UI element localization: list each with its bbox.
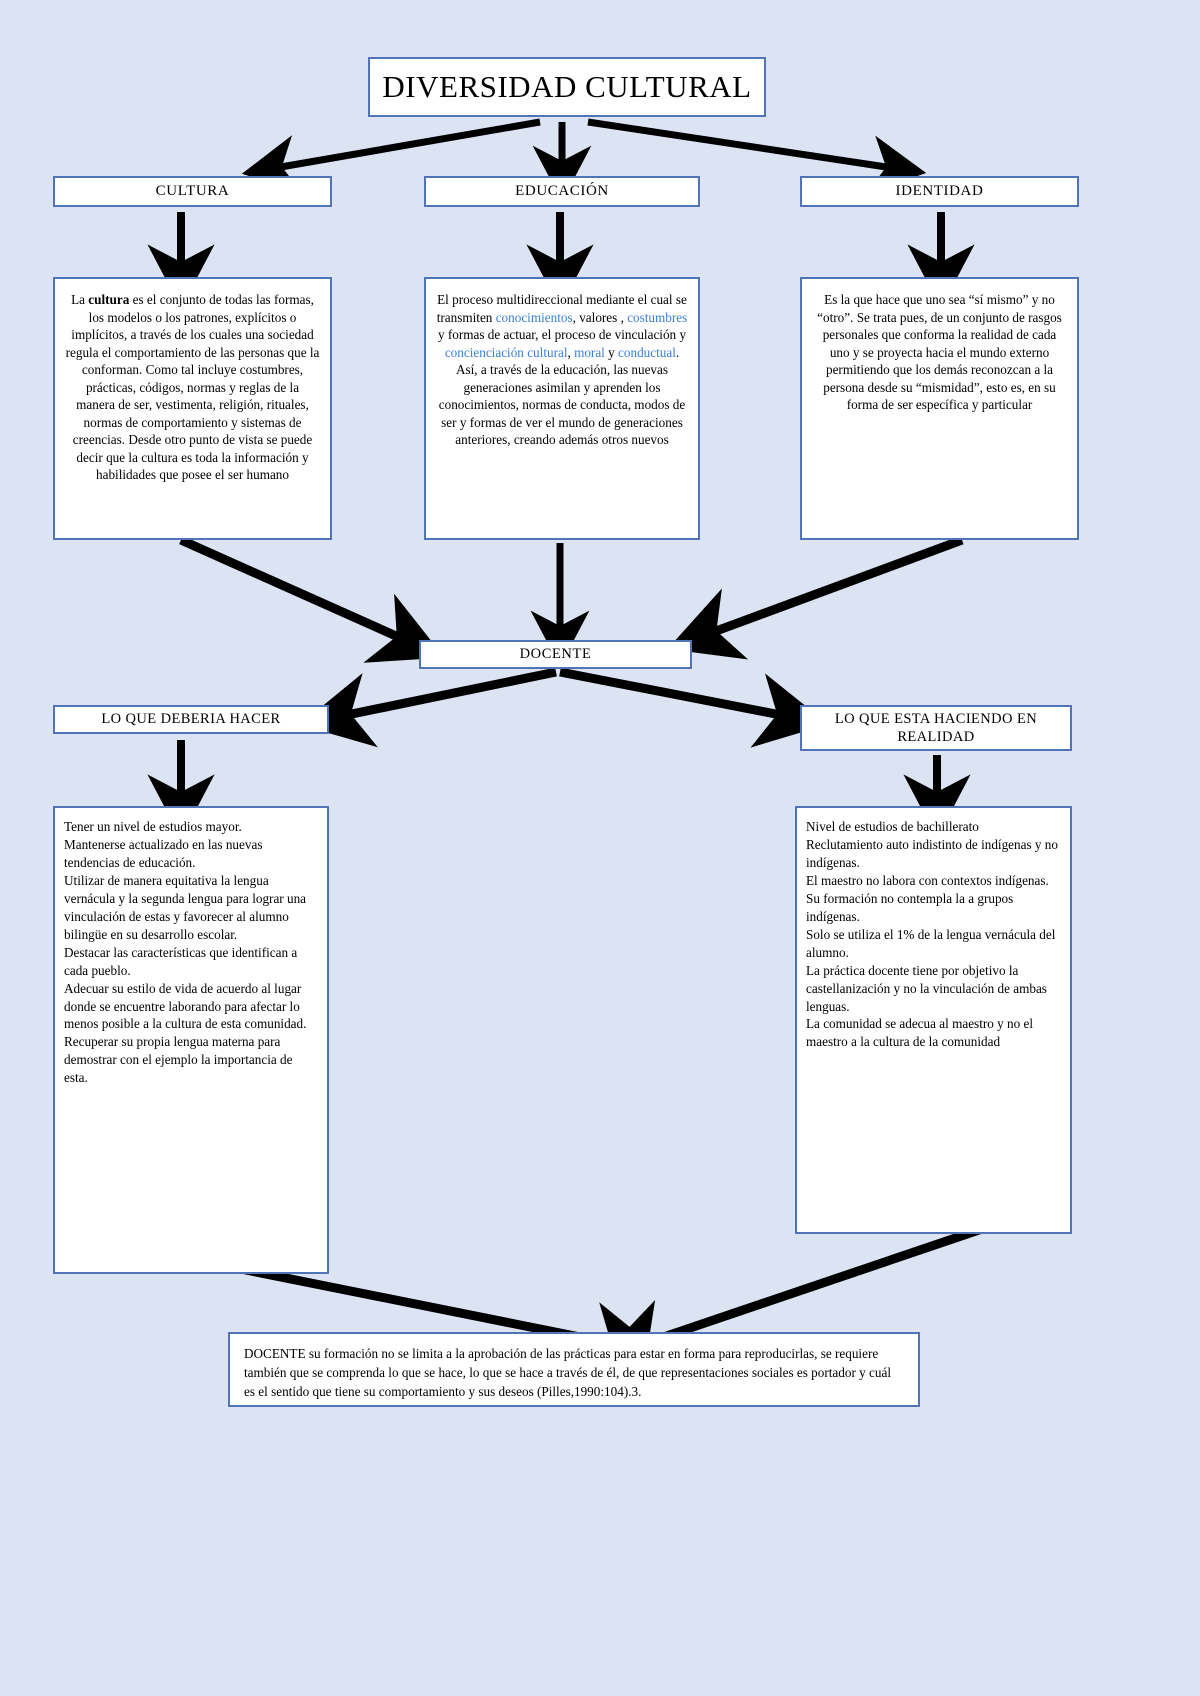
list-item: Mantenerse actualizado en las nuevas ten…: [64, 836, 263, 870]
list-item: Su formación no contempla la a grupos in…: [806, 890, 1014, 924]
educacion-link-conocimientos[interactable]: conocimientos: [495, 309, 573, 325]
cultura-lead: La: [71, 292, 89, 307]
identidad-body: Es la que hace que uno sea “sí mismo” y …: [817, 292, 1062, 413]
educacion-link-conductual[interactable]: conductual: [618, 344, 676, 360]
category-box-educacion: EDUCACIÓN: [424, 176, 700, 207]
title-box: DIVERSIDAD CULTURAL: [368, 57, 766, 117]
educacion-part2: , valores ,: [572, 309, 628, 325]
educacion-link-cultural[interactable]: cultural: [527, 344, 568, 360]
arrow-docente-to-actual: [559, 667, 829, 748]
list-box-should-do: Tener un nivel de estudios mayor. Mantene…: [53, 806, 329, 1274]
conclusion-box: DOCENTE su formación no se limita a la a…: [228, 1332, 920, 1407]
list-item: El maestro no labora con contextos indíg…: [806, 872, 1049, 888]
category-label-identidad: IDENTIDAD: [895, 183, 984, 199]
category-label-cultura: CULTURA: [155, 183, 230, 199]
arrow-title-to-identidad: [587, 118, 927, 194]
list-item: Adecuar su estilo de vida de acuerdo al …: [64, 980, 307, 1032]
educacion-part6: y: [604, 344, 619, 360]
list-item: Reclutamiento auto indistinto de indígen…: [806, 836, 1058, 870]
educacion-part7: . Así, a través de la educación, las nue…: [438, 344, 686, 448]
list-item: La comunidad se adecua al maestro y no e…: [806, 1016, 1034, 1050]
educacion-link-costumbres[interactable]: costumbres: [627, 309, 688, 325]
category-box-identidad: IDENTIDAD: [800, 176, 1079, 207]
arrow-title-to-cultura: [241, 118, 541, 194]
category-label-educacion: EDUCACIÓN: [515, 183, 609, 199]
educacion-part5: ,: [567, 344, 575, 360]
list-item: Nivel de estudios de bachillerato: [806, 819, 979, 834]
branch-box-should-do: LO QUE DEBERIA HACER: [53, 705, 329, 734]
educacion-link-moral[interactable]: moral: [574, 344, 605, 360]
list-item: La práctica docente tiene por objetivo l…: [806, 962, 1047, 1014]
branch-label-actually-doing: LO QUE ESTA HACIENDO EN REALIDAD: [834, 710, 1038, 745]
educacion-part3: y formas de actuar, el proceso de vincul…: [437, 327, 687, 343]
cultura-bold-term: cultura: [88, 292, 130, 307]
list-item: Recuperar su propia lengua materna para …: [64, 1034, 293, 1086]
arrow-cultura-desc-to-docente: [179, 535, 445, 663]
branch-label-should-do: LO QUE DEBERIA HACER: [101, 711, 281, 728]
conclusion-text: DOCENTE su formación no se limita a la a…: [244, 1346, 892, 1400]
docente-box: DOCENTE: [419, 640, 692, 669]
arrow-actual-list-to-conclusion: [599, 1223, 987, 1372]
description-box-identidad: Es la que hace que uno sea “sí mismo” y …: [800, 277, 1079, 540]
page-title: DIVERSIDAD CULTURAL: [382, 69, 752, 104]
arrow-docente-to-should: [299, 667, 557, 748]
educacion-part1: El proceso multidireccional mediante el …: [436, 292, 687, 325]
list-item: Tener un nivel de estudios mayor.: [64, 819, 242, 834]
arrow-identidad-desc-to-docente: [667, 535, 964, 660]
cultura-body: es el conjunto de todas las formas, los …: [65, 292, 320, 483]
description-box-cultura: La cultura es el conjunto de todas las f…: [53, 277, 332, 540]
list-item: Utilizar de manera equitativa la lengua …: [64, 872, 307, 942]
list-item: Solo se utiliza el 1% de la lengua verná…: [806, 926, 1056, 960]
list-item: Destacar las características que identif…: [64, 944, 298, 978]
branch-box-actually-doing: LO QUE ESTA HACIENDO EN REALIDAD: [800, 705, 1072, 751]
docente-label: DOCENTE: [519, 646, 592, 662]
description-box-educacion: El proceso multidireccional mediante el …: [424, 277, 700, 540]
educacion-link-concienciacion[interactable]: concienciación: [444, 344, 524, 360]
category-box-cultura: CULTURA: [53, 176, 332, 207]
